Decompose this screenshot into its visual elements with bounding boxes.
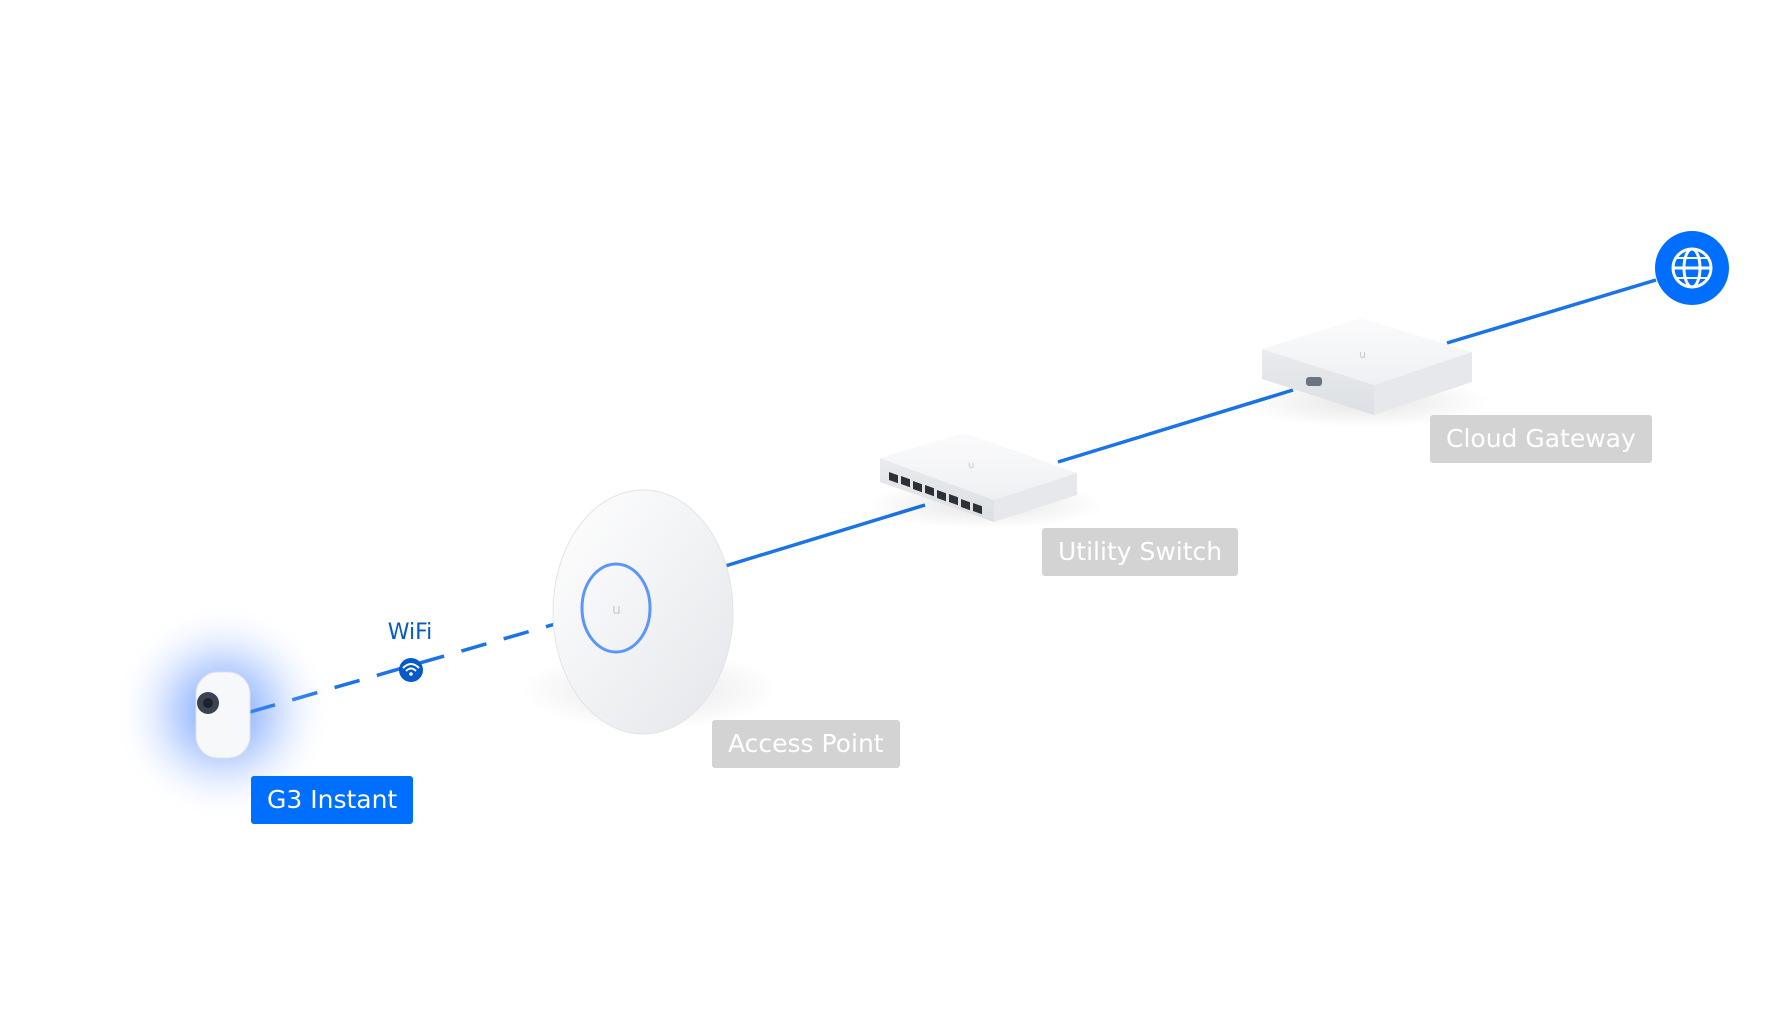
access-point-device[interactable]: u [520,489,780,735]
gateway-usb-port [1306,377,1322,386]
switch-ports [889,472,982,515]
utility-switch-device[interactable]: u [865,433,1105,529]
g3-instant-camera[interactable] [113,602,333,822]
cloud-gateway-device[interactable]: u [1240,318,1490,428]
cloud-gateway-label[interactable]: Cloud Gateway [1430,415,1652,463]
wifi-icon [399,658,423,682]
gateway-logo-icon: u [1359,348,1366,361]
wifi-label: WiFi [387,620,433,645]
g3-instant-label[interactable]: G3 Instant [251,776,414,824]
camera-body [195,671,251,759]
link-gateway-internet [1446,278,1657,345]
switch-top [880,433,1077,500]
camera-lens-inner [203,698,213,708]
gateway-top [1262,318,1472,385]
switch-logo-icon: u [968,460,974,471]
ap-logo-icon: u [612,602,621,618]
ap-led-ring [580,562,652,654]
access-point-label[interactable]: Access Point [712,720,900,768]
gateway-right [1374,352,1472,415]
utility-switch-label[interactable]: Utility Switch [1042,528,1239,576]
ap-disc [552,489,734,735]
globe-icon[interactable] [1655,231,1729,305]
switch-right [994,473,1077,522]
